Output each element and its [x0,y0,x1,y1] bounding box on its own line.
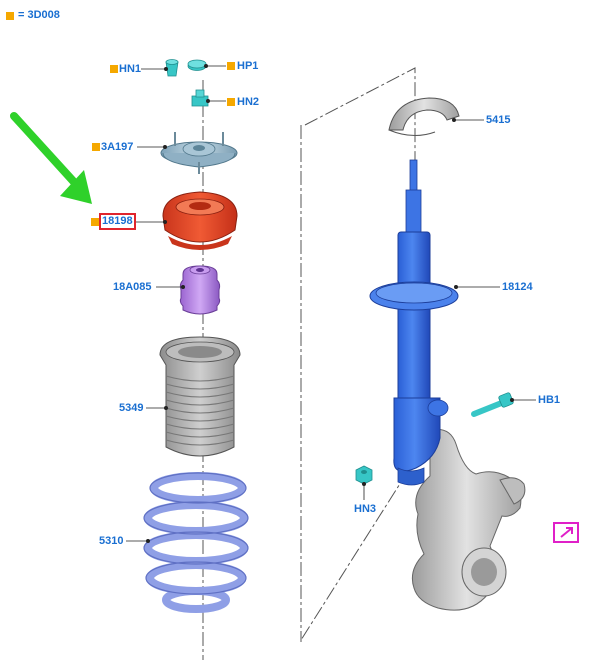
callout-5415[interactable]: 5415 [486,114,511,126]
external-link-icon[interactable] [553,522,579,543]
callout-5349[interactable]: 5349 [119,402,144,414]
part-hp1-cap[interactable] [187,59,207,71]
callout-hn2[interactable]: HN2 [237,96,260,108]
label-marker-hn2 [227,98,235,106]
part-3a197-top-mount[interactable] [160,132,238,174]
part-18124-strut[interactable] [369,159,459,486]
callout-hn1[interactable]: HN1 [119,63,142,75]
callout-3a197[interactable]: 3A197 [101,141,134,153]
callout-hp1[interactable]: HP1 [237,60,259,72]
part-5349-dust-boot[interactable] [159,336,241,457]
label-marker-3a197 [92,143,100,151]
callout-18a085[interactable]: 18A085 [113,281,152,293]
green-pointer-arrow-icon [10,112,92,204]
part-hn3-nut[interactable] [355,465,373,485]
callout-hn3[interactable]: HN3 [354,503,377,515]
part-5310-coil-spring[interactable] [144,472,248,613]
part-5415-insulator[interactable] [388,97,460,136]
callout-18198-highlighted[interactable]: 18198 [99,213,136,230]
part-hn2-nut[interactable] [191,89,209,107]
part-steering-knuckle[interactable] [411,428,526,611]
part-hn1-nut[interactable] [165,59,179,77]
legend-marker [6,12,14,20]
leader-lines [126,64,536,544]
part-hb1-bolt[interactable] [471,392,514,417]
label-marker-hp1 [227,62,235,70]
label-marker-18198 [91,218,99,226]
part-18198-spring-seat[interactable] [162,191,238,250]
spring-shading [143,472,249,595]
callout-hb1[interactable]: HB1 [538,394,561,406]
legend-text: = 3D008 [18,9,60,21]
assembly-separator-line [300,67,416,641]
callout-18124[interactable]: 18124 [502,281,533,293]
label-marker-hn1 [110,65,118,73]
callout-5310[interactable]: 5310 [99,535,124,547]
part-18a085-bump-stop[interactable] [179,265,221,315]
